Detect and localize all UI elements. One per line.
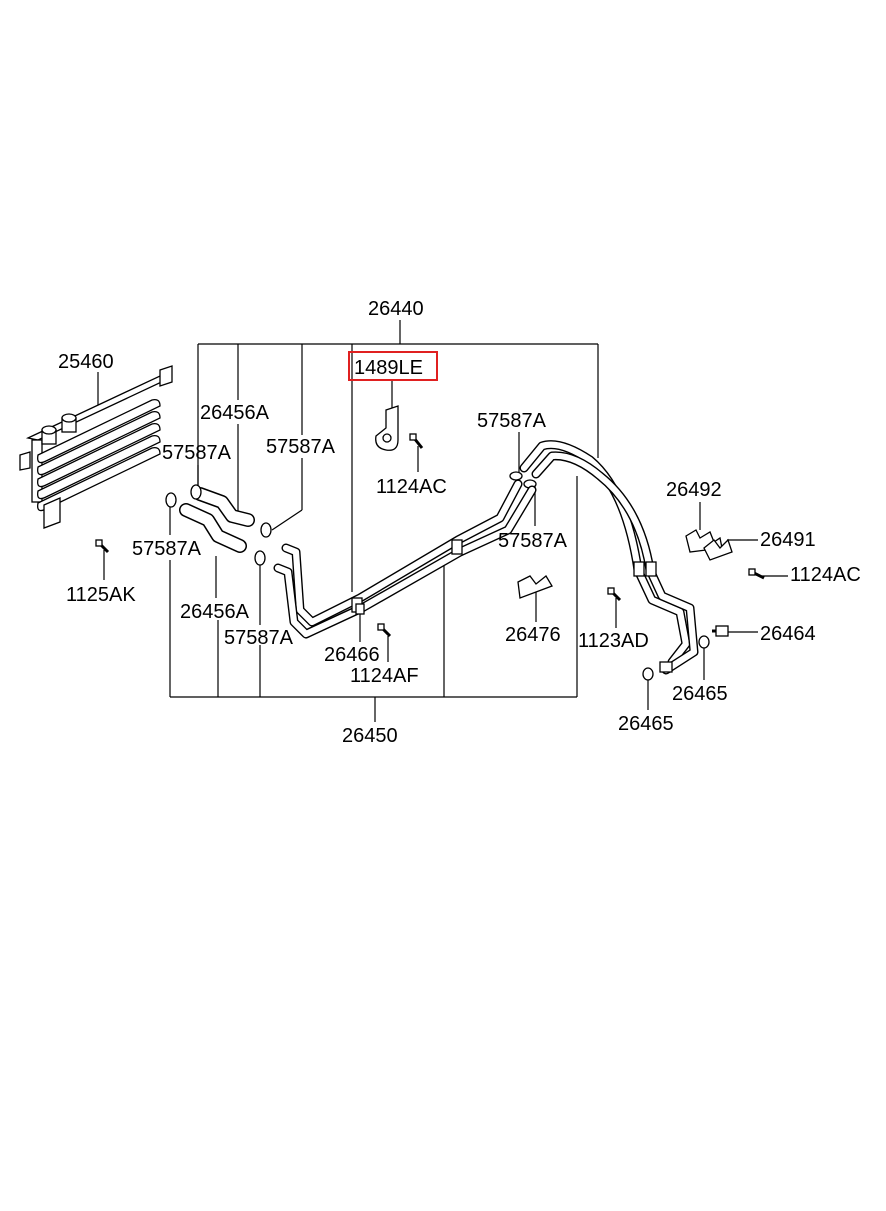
assembly-bracket-26450: [169, 560, 577, 722]
label-26492: 26492: [666, 479, 722, 501]
label-57587a-bottom: 57587A: [224, 627, 294, 649]
bolt-1124ac-icon: [409, 433, 424, 449]
label-1125ak: 1125AK: [66, 584, 136, 606]
label-26456a-upper: 26456A: [200, 402, 270, 424]
bolt-1124af-icon: [377, 623, 392, 638]
label-1123ad: 1123AD: [578, 630, 649, 652]
label-26491: 26491: [760, 529, 816, 551]
label-26464: 26464: [760, 623, 816, 645]
oil-cooler-icon: [19, 365, 173, 529]
label-26465-b: 26465: [618, 713, 674, 735]
label-1124af: 1124AF: [350, 665, 419, 687]
label-57587a-left-lower: 57587A: [132, 538, 202, 560]
bolt-26464-icon: [712, 625, 729, 637]
highlight-box: [348, 351, 438, 381]
label-25460: 25460: [58, 351, 114, 373]
label-26440: 26440: [368, 298, 424, 320]
label-57587a-left: 57587A: [162, 442, 232, 464]
label-26456a-lower: 26456A: [180, 601, 250, 623]
clip-26491-icon: [703, 538, 733, 561]
label-1489le[interactable]: 1489LE: [354, 357, 423, 379]
label-26465-a: 26465: [672, 683, 728, 705]
label-26450: 26450: [342, 725, 398, 747]
hose-upper-icon: [193, 487, 255, 527]
bracket-1489le-icon: [375, 405, 399, 451]
label-57587a-lower-right: 57587A: [498, 530, 568, 552]
assembly-bracket-26440: [197, 320, 599, 697]
hose-lower-icon: [179, 503, 247, 553]
washer-26465-icon: [642, 635, 710, 681]
clamp-26466-icon: [355, 603, 365, 615]
label-57587a-upper-right: 57587A: [477, 410, 547, 432]
label-57587a-mid: 57587A: [266, 436, 336, 458]
part-labels: 26440 1489LE 25460 26456A 57587A 57587A …: [58, 298, 861, 747]
bolt-1123ad-icon: [607, 587, 622, 602]
label-26466: 26466: [324, 644, 380, 666]
label-1124ac-right: 1124AC: [790, 564, 861, 586]
label-1124ac: 1124AC: [376, 476, 447, 498]
tube-assembly-icon: [273, 440, 699, 675]
bolt-1125ak-icon: [95, 539, 110, 554]
label-26476: 26476: [505, 624, 561, 646]
bolt-1124ac-right-icon: [748, 568, 765, 580]
bracket-26476-icon: [517, 575, 553, 599]
clamp-icon: [165, 471, 537, 566]
